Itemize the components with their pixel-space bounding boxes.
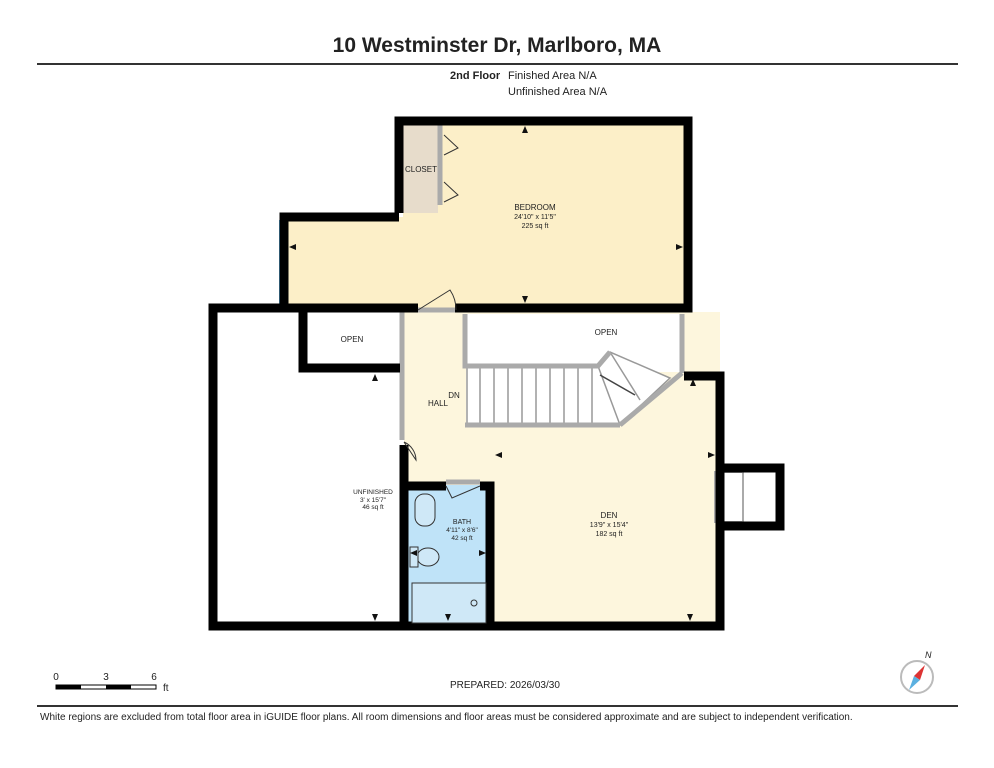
bath-dims: 4'11" x 8'6": [446, 527, 478, 534]
bedroom-area: 225 sq ft: [522, 223, 549, 230]
den-label: DEN: [601, 511, 618, 520]
bedroom-fill: [284, 121, 688, 308]
compass-north-label: N: [925, 650, 932, 660]
scale-tick-6: 6: [151, 672, 157, 683]
unfinished-area: 46 sq ft: [362, 504, 384, 511]
exterior-walls: [208, 116, 785, 631]
floor-label: 2nd Floor: [450, 70, 501, 82]
unfinished-area: Unfinished Area N/A: [508, 86, 608, 98]
page-title: 10 Westminster Dr, Marlboro, MA: [332, 34, 662, 57]
unfinished-dims: 3' x 15'7": [360, 497, 387, 504]
compass-icon: N: [900, 650, 934, 694]
open-closet: [304, 312, 400, 368]
bath-area: 42 sq ft: [451, 535, 473, 542]
bath-label: BATH: [453, 519, 471, 526]
footer-divider: [37, 705, 958, 707]
scale-tick-0: 0: [53, 672, 59, 683]
den-dims: 13'9" x 15'4": [590, 522, 629, 529]
hall-label: HALL: [428, 399, 449, 408]
open-label-1: OPEN: [341, 335, 364, 344]
finished-area: Finished Area N/A: [508, 70, 597, 82]
scale-tick-3: 3: [103, 672, 109, 683]
dimension-arrows: [289, 126, 715, 621]
scale-bar: 0 3 6 ft: [53, 672, 169, 694]
doors: [403, 134, 481, 499]
header-divider: [37, 63, 958, 65]
bedroom-dims: 24'10" x 11'5": [514, 214, 556, 221]
den-area: 182 sq ft: [596, 531, 623, 538]
scale-unit: ft: [163, 683, 169, 694]
disclaimer: White regions are excluded from total fl…: [40, 712, 853, 723]
bedroom-label: BEDROOM: [514, 203, 556, 212]
closet-fill: [403, 121, 438, 213]
closet-label: CLOSET: [405, 165, 437, 174]
prepared-date: PREPARED: 2026/03/30: [450, 680, 560, 691]
stairs-label: DN: [448, 391, 460, 400]
unfinished-label: UNFINISHED: [353, 489, 393, 496]
open-label-2: OPEN: [595, 328, 618, 337]
